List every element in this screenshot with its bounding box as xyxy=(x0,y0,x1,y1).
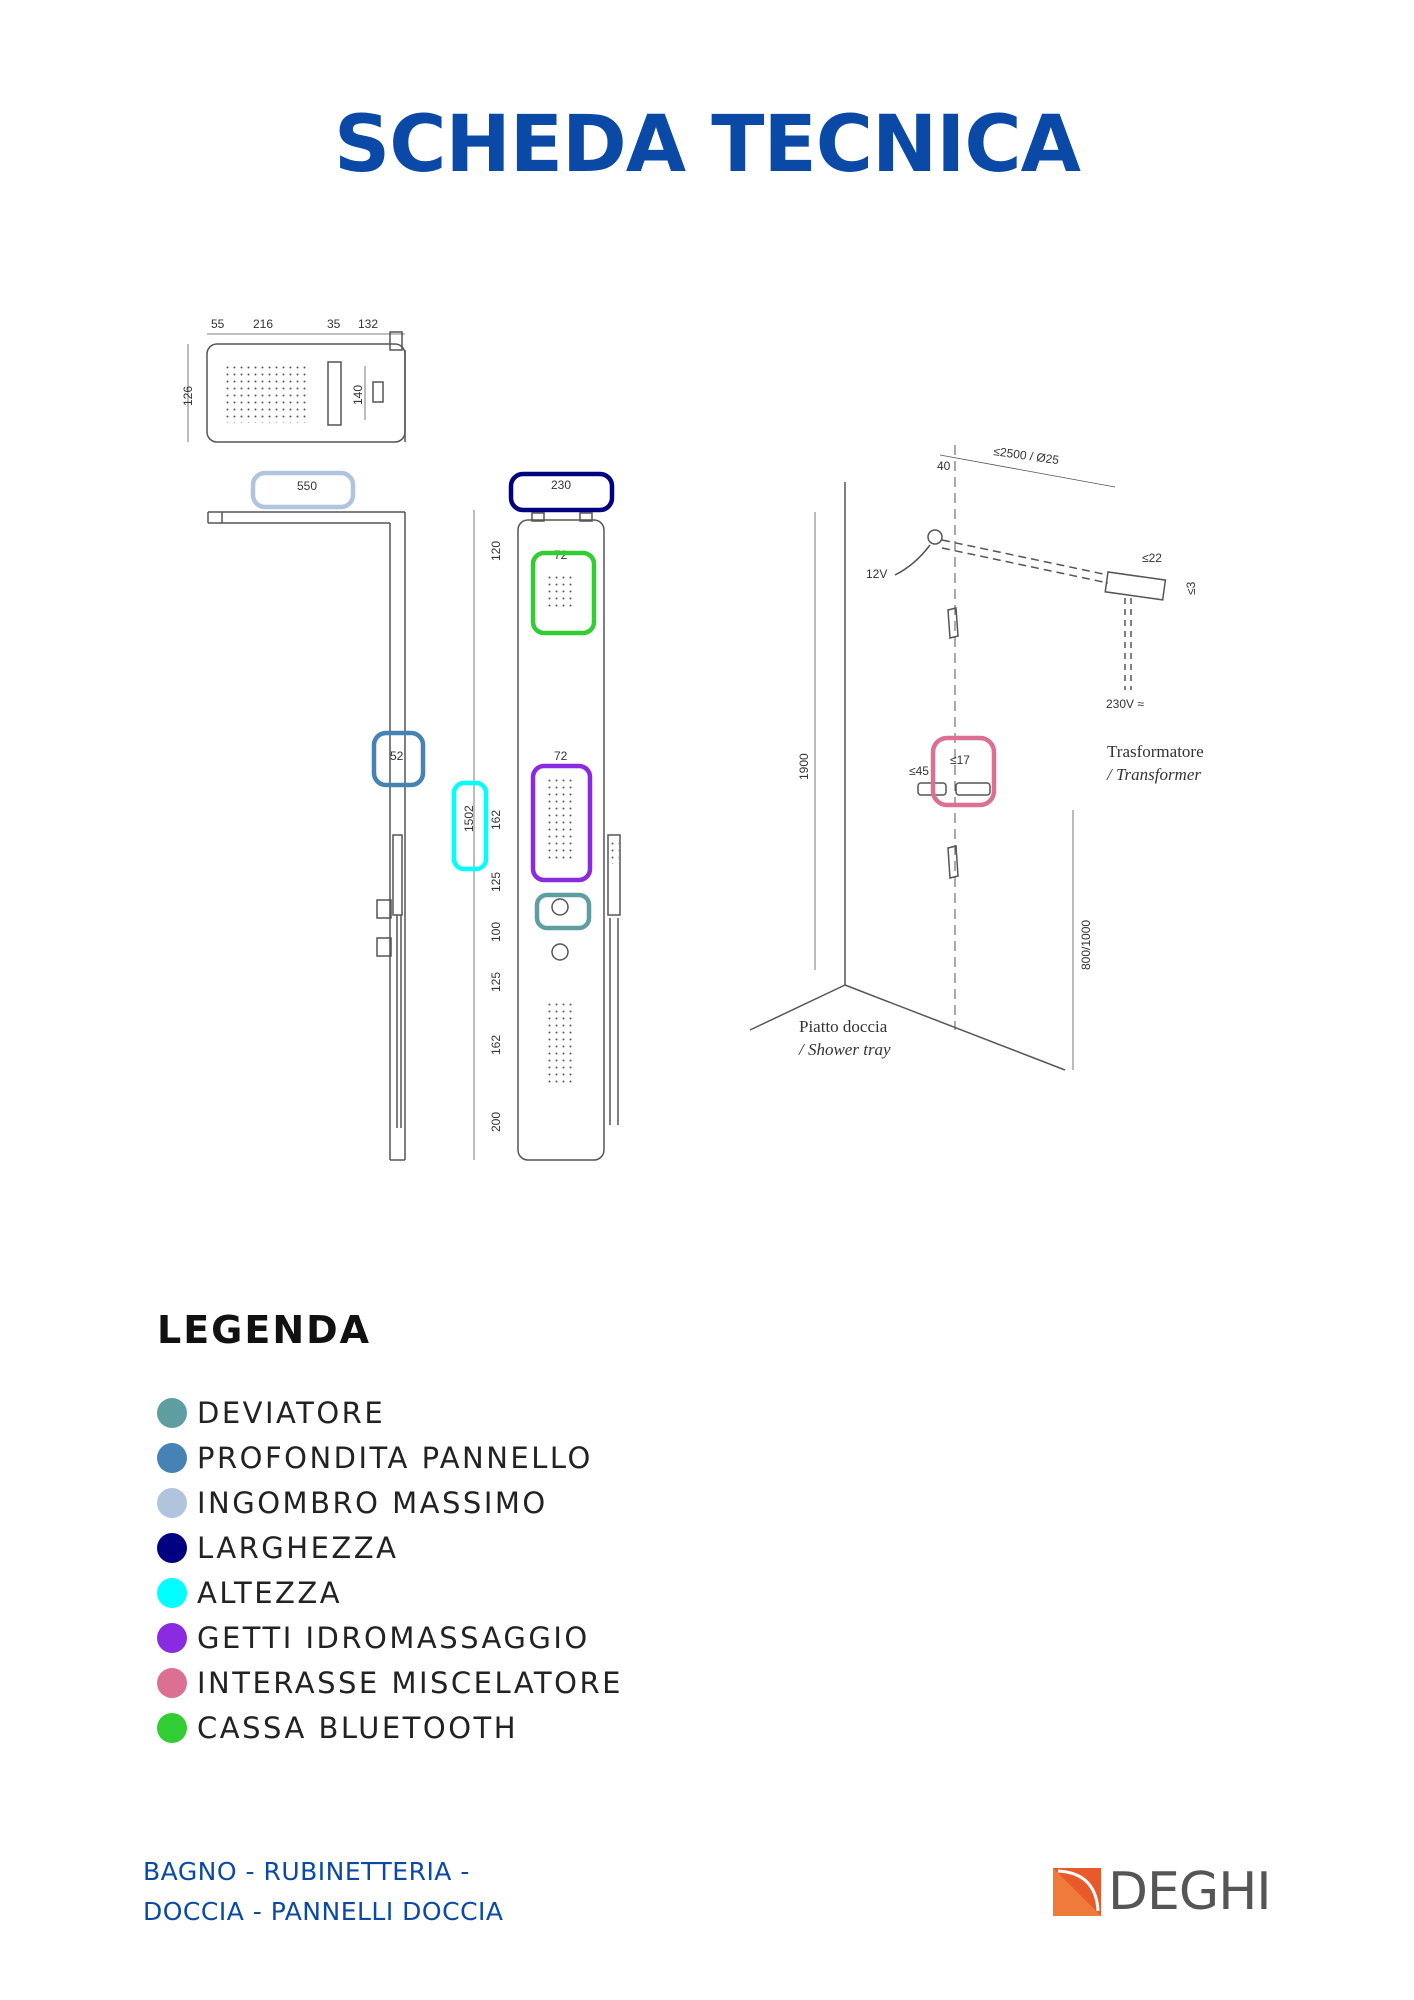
install-view xyxy=(749,445,1167,1071)
legend-item-larghezza: LARGHEZZA xyxy=(157,1525,623,1570)
dim-install-12v: 12V xyxy=(866,567,887,581)
footer-line-1: BAGNO - RUBINETTERIA - xyxy=(143,1857,470,1886)
dim-top-35: 35 xyxy=(327,317,341,331)
dim-top-126: 126 xyxy=(181,386,195,406)
legend-dot xyxy=(157,1397,187,1428)
tray-label-en: / Shower tray xyxy=(798,1040,891,1059)
dim-front-230: 230 xyxy=(551,478,571,492)
dim-front-120: 120 xyxy=(489,541,503,561)
dim-install-22: ≤22 xyxy=(1142,551,1162,565)
technical-drawing: 55 216 35 132 126 140 550 52 230 72 xyxy=(181,317,1204,1161)
dim-front-162-a: 162 xyxy=(489,810,503,830)
legend-item-deviatore: DEVIATORE xyxy=(157,1390,623,1435)
side-view xyxy=(207,511,406,1161)
highlight-cassa xyxy=(530,550,597,636)
legend-label: INTERASSE MISCELATORE xyxy=(197,1665,623,1700)
legend-item-interasse: INTERASSE MISCELATORE xyxy=(157,1660,623,1705)
footer-category: BAGNO - RUBINETTERIA - DOCCIA - PANNELLI… xyxy=(143,1852,504,1932)
legend-label: INGOMBRO MASSIMO xyxy=(197,1485,548,1520)
dim-front-100: 100 xyxy=(489,922,503,942)
dim-front-125-b: 125 xyxy=(489,972,503,992)
legend-label: PROFONDITA PANNELLO xyxy=(197,1440,593,1475)
legend-dot xyxy=(157,1487,187,1518)
dim-install-40: 40 xyxy=(937,459,951,473)
tray-label-it: Piatto doccia xyxy=(799,1017,888,1036)
legend-dot xyxy=(157,1712,187,1743)
highlight-ingombro xyxy=(250,470,356,510)
highlight-getti xyxy=(530,763,593,883)
deghi-logo-text: DEGHI xyxy=(1108,1862,1272,1922)
legend-title: LEGENDA xyxy=(157,1308,372,1352)
legend-label: DEVIATORE xyxy=(197,1395,386,1430)
legend-label: CASSA BLUETOOTH xyxy=(197,1710,519,1745)
deghi-logo-icon xyxy=(1053,1868,1101,1916)
dim-top-140: 140 xyxy=(351,385,365,405)
dim-install-1900: 1900 xyxy=(797,753,811,780)
highlight-larghezza xyxy=(508,471,615,513)
dim-front-125-a: 125 xyxy=(489,872,503,892)
legend-label: GETTI IDROMASSAGGIO xyxy=(197,1620,590,1655)
dim-front-72-mid: 72 xyxy=(554,749,568,763)
highlight-interasse xyxy=(930,735,997,808)
dim-side-52: 52 xyxy=(390,749,404,763)
dim-install-45: ≤45 xyxy=(909,764,929,778)
dim-side-550: 550 xyxy=(297,479,317,493)
highlight-altezza xyxy=(451,780,489,872)
top-view xyxy=(187,331,406,443)
dim-install-2500: ≤2500 / Ø25 xyxy=(993,444,1061,467)
legend-list: DEVIATORE PROFONDITA PANNELLO INGOMBRO M… xyxy=(157,1390,623,1750)
dim-install-17: ≤17 xyxy=(950,753,970,767)
legend-label: LARGHEZZA xyxy=(197,1530,399,1565)
dim-install-800: 800/1000 xyxy=(1079,920,1093,970)
dim-front-162-b: 162 xyxy=(489,1035,503,1055)
highlight-deviatore xyxy=(534,892,592,931)
deghi-logo: DEGHI xyxy=(1052,1862,1272,1922)
footer-line-2: DOCCIA - PANNELLI DOCCIA xyxy=(143,1897,504,1926)
transformer-label-en: / Transformer xyxy=(1106,765,1201,784)
highlight-profondita xyxy=(371,730,426,788)
dim-top-216: 216 xyxy=(253,317,273,331)
dim-install-3: ≤3 xyxy=(1184,581,1198,595)
legend-item-altezza: ALTEZZA xyxy=(157,1570,623,1615)
legend-label: ALTEZZA xyxy=(197,1575,343,1610)
dim-front-1502: 1502 xyxy=(462,805,476,832)
dim-front-200: 200 xyxy=(489,1112,503,1132)
legend-item-ingombro: INGOMBRO MASSIMO xyxy=(157,1480,623,1525)
front-view xyxy=(473,510,621,1161)
legend-dot xyxy=(157,1577,187,1608)
transformer-label-it: Trasformatore xyxy=(1107,742,1204,761)
legend-item-getti: GETTI IDROMASSAGGIO xyxy=(157,1615,623,1660)
dim-top-55: 55 xyxy=(211,317,225,331)
legend-dot xyxy=(157,1667,187,1698)
legend-dot xyxy=(157,1442,187,1473)
page-title: SCHEDA TECNICA xyxy=(334,100,1081,190)
legend-dot xyxy=(157,1622,187,1653)
legend-dot xyxy=(157,1532,187,1563)
dim-top-132: 132 xyxy=(358,317,378,331)
legend-item-profondita: PROFONDITA PANNELLO xyxy=(157,1435,623,1480)
dim-install-230v: 230V ≈ xyxy=(1106,697,1144,711)
legend-item-cassa: CASSA BLUETOOTH xyxy=(157,1705,623,1750)
